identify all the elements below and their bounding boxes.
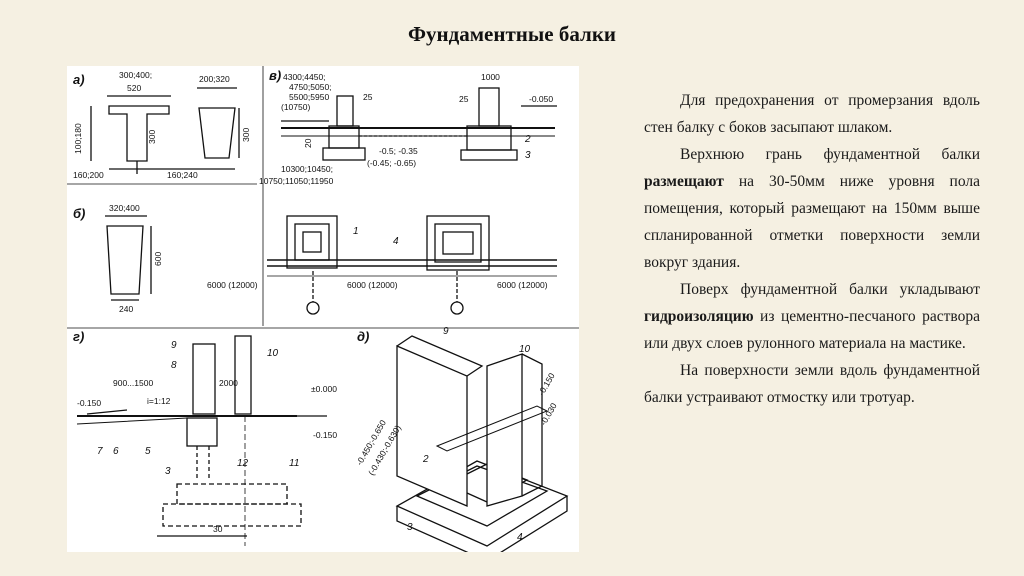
paragraph-2-text-b: на 30-50мм ниже уровня пола помещения, к…	[644, 173, 980, 271]
dim-p-6000a: 6000 (12000)	[207, 280, 258, 290]
dim-g-2000: 2000	[219, 378, 238, 388]
dim-p-6000c: 6000 (12000)	[497, 280, 548, 290]
plan-foundation-left	[286, 215, 338, 269]
paragraph-4: На поверхности земли вдоль фундаментной …	[644, 357, 980, 411]
dim-d-150: -0.150	[536, 371, 557, 397]
dim-d-9: 9	[443, 326, 449, 337]
foundation-right	[466, 125, 512, 151]
dim-v-l4: (10750)	[281, 102, 310, 112]
dim-g-3: 3	[165, 466, 171, 477]
paragraph-3-bold: гидроизоляцию	[644, 308, 754, 325]
dim-b-top: 320;400	[109, 203, 140, 213]
dim-g-10: 10	[267, 348, 279, 359]
dim-v-l3: 5500;5950	[289, 92, 329, 102]
dim-g-000: ±0.000	[311, 384, 337, 394]
dim-g-6: 6	[113, 446, 119, 457]
dim-d-3: 3	[407, 522, 413, 533]
dim-v-b2: 10750;11050;11950	[259, 176, 334, 186]
label-v: в)	[269, 68, 281, 83]
dim-g-7: 7	[97, 446, 103, 457]
slide-text: Для предохранения от промерзания вдоль с…	[644, 87, 980, 411]
dim-p-6000b: 6000 (12000)	[347, 280, 398, 290]
label-a: а)	[73, 72, 85, 87]
t-beam-section	[108, 105, 170, 162]
paragraph-2-text-a: Верхнюю грань фундаментной балки	[680, 146, 980, 163]
dim-b-h: 600	[153, 252, 163, 266]
dim-d-10: 10	[519, 344, 531, 355]
dim-v-1000: 1000	[481, 72, 500, 82]
label-g: г)	[73, 329, 84, 344]
dim-v-050: -0.050	[529, 94, 553, 104]
dim-a2-h: 300	[241, 128, 251, 142]
isometric-column	[486, 353, 523, 507]
dim-v-2: 2	[524, 134, 531, 145]
dim-g-i: i=1:12	[147, 396, 171, 406]
dim-g-30: 30	[213, 524, 223, 534]
dim-a-bottom: 160;200	[73, 170, 104, 180]
dim-a-520: 520	[127, 83, 141, 93]
dim-p-1: 1	[353, 226, 359, 237]
paragraph-3-text-b: из цементно-песчаного раствора или двух …	[644, 308, 980, 352]
dim-p-4: 4	[393, 236, 399, 247]
dim-v-b1: 10300;10450;	[281, 164, 333, 174]
dim-g-12: 12	[237, 458, 249, 469]
isometric-wall-panel	[396, 345, 468, 507]
dim-g-8: 8	[171, 360, 177, 371]
dim-g-150a: -0.150	[77, 398, 101, 408]
dim-g-11: 11	[289, 458, 299, 469]
plan-foundation-right	[426, 215, 490, 271]
dim-d-4: 4	[517, 532, 523, 543]
dim-v-25b: 25	[459, 94, 469, 104]
paragraph-1: Для предохранения от промерзания вдоль с…	[644, 87, 980, 141]
dim-d-030: -0.030	[538, 401, 559, 427]
dim-a-side: 100;180	[73, 123, 83, 154]
dim-v-3: 3	[525, 150, 531, 161]
paragraph-3: Поверх фундаментной балки укладывают гид…	[644, 276, 980, 357]
dim-v-l2: 4750;5050;	[289, 82, 332, 92]
wall-section	[192, 343, 216, 415]
dim-g-150b: -0.150	[313, 430, 337, 440]
dim-a2-bottom: 160;240	[167, 170, 198, 180]
trapezoid-beam-section-2	[106, 225, 144, 295]
dim-g-9: 9	[171, 340, 177, 351]
label-b: б)	[73, 206, 85, 221]
paragraph-2: Верхнюю грань фундаментной балки размеща…	[644, 141, 980, 276]
trapezoid-beam-section-1	[198, 107, 236, 159]
paragraph-1-text: Для предохранения от промерзания вдоль с…	[644, 92, 980, 136]
paragraph-3-text-a: Поверх фундаментной балки укладывают	[680, 281, 980, 298]
drawing-svg: а) б) в) г) д) 300;400; 520 100;180 300 …	[67, 66, 579, 552]
dim-v-065: (-0.45; -0.65)	[367, 158, 416, 168]
dim-v-l1: 4300;4450;	[283, 72, 326, 82]
dim-a-h: 300	[147, 130, 157, 144]
paragraph-2-bold: размещают	[644, 173, 724, 190]
dim-d-2: 2	[422, 454, 429, 465]
dim-a2-top: 200;320	[199, 74, 230, 84]
foundation-beams-drawing: а) б) в) г) д) 300;400; 520 100;180 300 …	[67, 66, 579, 552]
label-d: д)	[357, 329, 369, 344]
dim-a-top: 300;400;	[119, 70, 152, 80]
foundation-left	[328, 125, 360, 149]
dim-v-20: 20	[303, 138, 313, 148]
dim-b-bottom: 240	[119, 304, 133, 314]
dim-g-900: 900...1500	[113, 378, 153, 388]
slide-title: Фундаментные балки	[407, 22, 617, 46]
paragraph-4-text: На поверхности земли вдоль фундаментной …	[644, 362, 980, 406]
dim-v-25a: 25	[363, 92, 373, 102]
dim-g-5: 5	[145, 446, 151, 457]
dim-v-035: -0.5; -0.35	[379, 146, 418, 156]
